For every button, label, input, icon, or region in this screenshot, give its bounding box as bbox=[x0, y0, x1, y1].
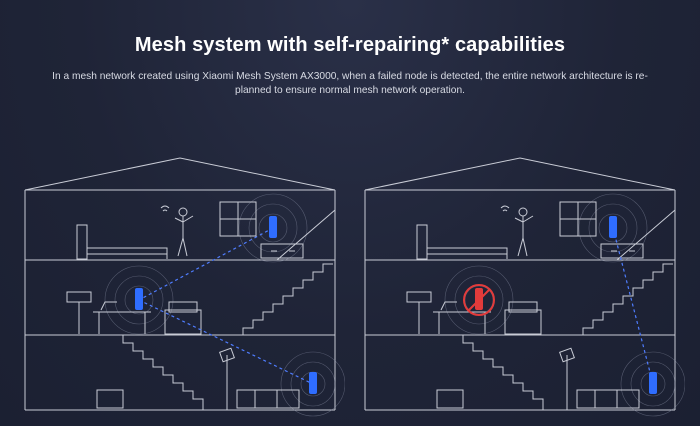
mesh-node-top bbox=[269, 216, 277, 238]
page-title: Mesh system with self-repairing* capabil… bbox=[134, 34, 566, 56]
top-floor-furniture bbox=[416, 201, 676, 261]
bottom-floor-furniture bbox=[436, 347, 640, 410]
mesh-links bbox=[612, 227, 654, 385]
mesh-links bbox=[138, 227, 314, 385]
mesh-node-top bbox=[609, 216, 617, 238]
mesh-node-bottom bbox=[309, 372, 317, 394]
house-outline bbox=[24, 157, 336, 411]
link-top-bot bbox=[612, 227, 654, 385]
top-floor-furniture bbox=[76, 201, 336, 261]
link-mid-bot bbox=[138, 299, 314, 385]
middle-floor-furniture bbox=[66, 291, 202, 335]
mesh-node-middle bbox=[135, 288, 143, 310]
failed-circle-icon bbox=[463, 284, 495, 316]
page-description: In a mesh network created using Xiaomi M… bbox=[52, 71, 648, 96]
mesh-nodes bbox=[135, 216, 317, 394]
mesh-node-bottom bbox=[649, 372, 657, 394]
stairs-lower bbox=[115, 334, 204, 410]
bottom-floor-furniture bbox=[96, 347, 300, 410]
middle-floor-furniture bbox=[406, 291, 542, 335]
house-outline bbox=[364, 157, 676, 411]
scene-self-repaired bbox=[355, 150, 685, 426]
link-top-mid bbox=[138, 227, 274, 301]
signal-waves bbox=[104, 193, 345, 417]
failed-slash-icon bbox=[468, 289, 490, 311]
stairs-upper bbox=[582, 263, 673, 335]
scene-normal bbox=[15, 150, 345, 426]
stairs-lower bbox=[455, 334, 544, 410]
stairs-upper bbox=[242, 263, 333, 335]
mesh-nodes bbox=[463, 216, 657, 394]
